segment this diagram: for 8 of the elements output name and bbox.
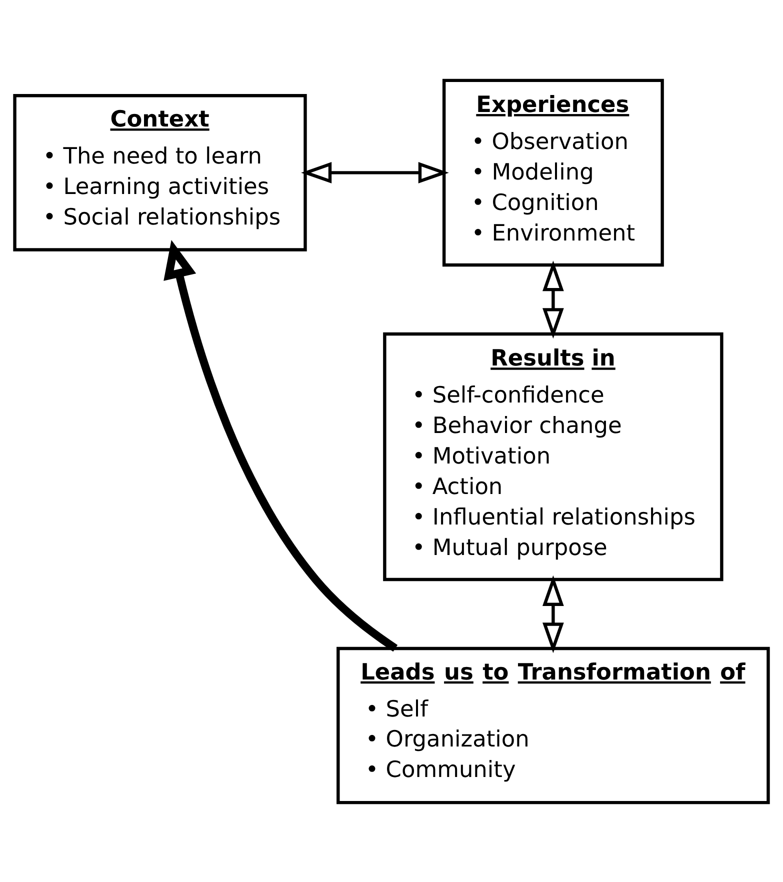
node-box: Context • The need to learn • Learning activities • Social relationships bbox=[13, 94, 307, 251]
arrow bbox=[301, 162, 449, 183]
arrow bbox=[164, 240, 398, 652]
arrow bbox=[542, 574, 564, 653]
arrow bbox=[542, 260, 564, 338]
node-box: Results in • Self-confidence • Behavior change • Motivation • Action • Influential relationships • Mutual purpose bbox=[383, 332, 724, 581]
node-box: Experiences • Observation • Modeling • Cognition • Environment bbox=[442, 78, 664, 266]
node-box: Leads us to Transformation of • Self • Organization • Community bbox=[336, 646, 770, 804]
